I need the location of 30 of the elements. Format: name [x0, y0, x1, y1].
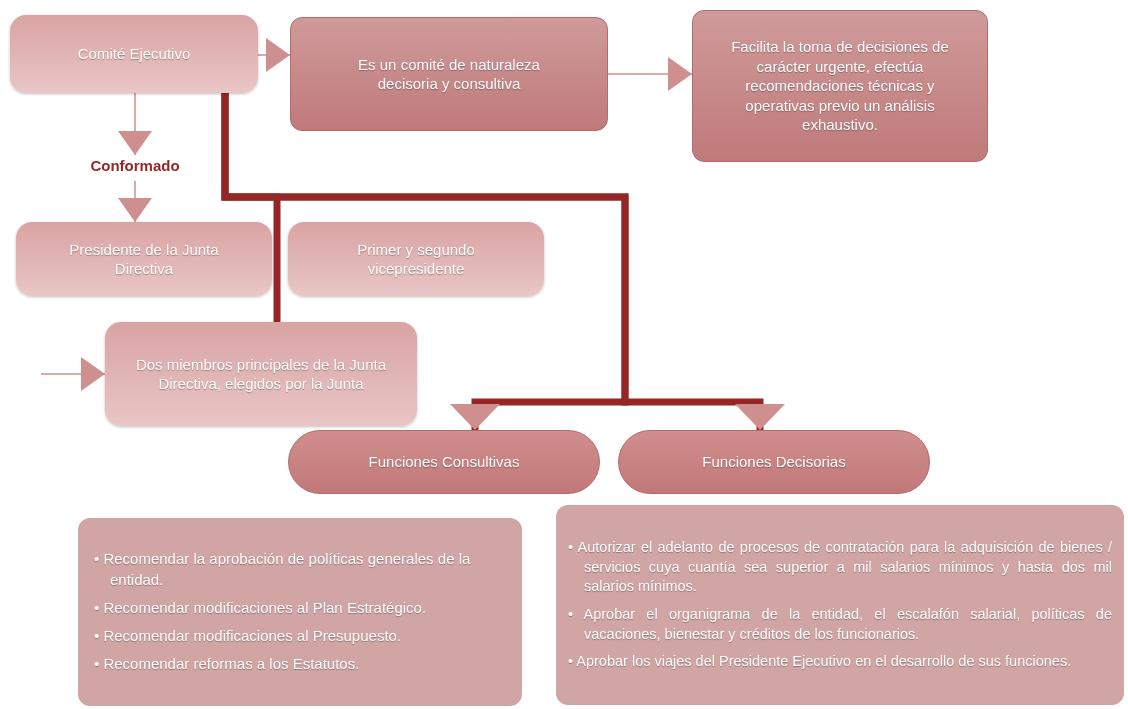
bullet-text: • Recomendar la aprobación de políticas generales de la entidad.: [94, 549, 472, 590]
box-text: Comité Ejecutivo: [77, 44, 191, 64]
bullet-text: • Autorizar el adelanto de procesos de contratación para la adquisición de bienes / servicios cuya cuantía sea superior a mil salarios mínimos y hasta dos mil salarios mínimos.: [568, 538, 1112, 597]
box-text: Presidente de la Junta Directiva: [68, 239, 220, 279]
process-box: [692, 10, 988, 162]
connector-line: [221, 93, 785, 430]
bullet-text: • Recomendar modificaciones al Presupuesto.: [94, 626, 403, 647]
box-text: Funciones Decisorias: [702, 452, 846, 472]
box-text: Facilita la toma de decisiones de carácter urgente, efectúa recomendaciones técnicas y operativas previo un análisis exhaustivo.: [730, 37, 950, 135]
process-box: [105, 322, 417, 426]
box-text: Primer y segundo vicepresidente: [356, 239, 476, 279]
text-panel: [556, 505, 1124, 705]
chevron-arrow: [118, 180, 152, 223]
box-text: Dos miembros principales de la Junta Directiva, elegidos por la Junta: [134, 354, 388, 394]
process-box: [290, 17, 608, 131]
bullet-text: • Recomendar reformas a los Estatutos.: [94, 654, 361, 675]
bullet-text: • Recomendar modificaciones al Plan Estratégico.: [94, 597, 428, 618]
chevron-arrow: [40, 357, 106, 391]
bullet-text: • Aprobar los viajes del Presidente Ejecutivo en el desarrollo de sus funciones.: [568, 652, 1073, 672]
process-box: [288, 222, 544, 296]
box-text: Funciones Consultivas: [368, 452, 520, 472]
chevron-arrow: [607, 57, 693, 91]
chevron-arrow: [257, 38, 291, 72]
chevron-arrow: [118, 92, 152, 156]
text-panel: [78, 518, 522, 706]
process-box: [16, 222, 272, 296]
process-box: [10, 15, 258, 93]
bullet-text: • Aprobar el organigrama de la entidad, el escalafón salarial, políticas de vacaciones, bienestar y créditos de los funcionarios.: [568, 605, 1112, 644]
flow-label: Conformado: [70, 155, 200, 181]
box-text: Es un comité de naturaleza decisoria y consultiva: [357, 54, 541, 94]
